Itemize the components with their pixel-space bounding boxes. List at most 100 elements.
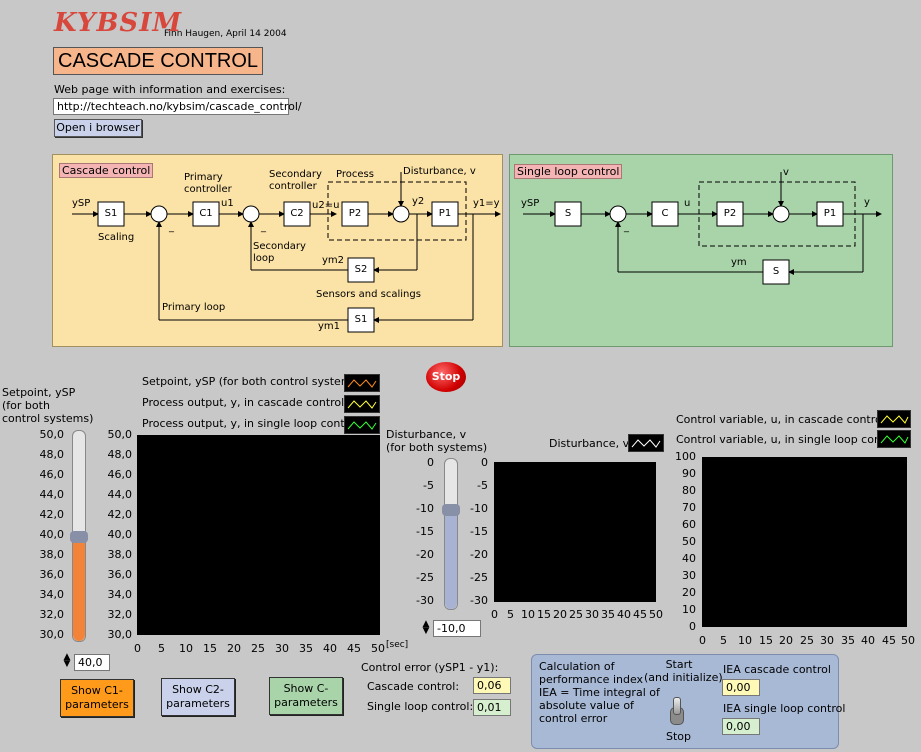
setpoint-label: Setpoint, ySP (for both control systems): [2, 386, 94, 425]
disturbance-label: Disturbance, v (for both systems): [386, 428, 488, 454]
disturbance-value-field[interactable]: -10,0: [433, 620, 481, 637]
cascade-error-label: Cascade control:: [367, 680, 460, 693]
iea-cascade-label: IEA cascade control: [723, 663, 831, 676]
disturbance-slider-thumb[interactable]: [442, 504, 460, 516]
show-c2-parameters-button[interactable]: Show C2- parameters: [161, 678, 235, 716]
iea-panel: [531, 654, 839, 749]
plot3-x-axis: 0 5 10 15 20 25 30 35 40 45 50: [699, 634, 915, 647]
disturbance-legend-swatch: [628, 434, 664, 452]
process-label: Process: [336, 169, 374, 180]
setpoint-stepper[interactable]: ▲▼: [63, 652, 71, 669]
cascade-s2-block: S2: [354, 264, 368, 275]
single-loop-block-diagram: [523, 172, 882, 285]
disturbance-legend-label: Disturbance, v: [549, 437, 630, 450]
plot3-legend-swatch-cascade: [877, 410, 911, 428]
single-loop-panel: [509, 154, 893, 347]
cascade-s1-block: S1: [104, 208, 118, 219]
single-u-label: u: [684, 198, 691, 209]
setpoint-scale: 50,0 48,0 46,0 44,0 42,0 40,0 38,0 36,0 …: [39, 428, 65, 641]
plot2-y-axis: 0 -5 -10 -15 -20 -25 -30: [470, 456, 488, 607]
single-c-block: C: [661, 208, 669, 219]
iea-description: Calculation of performance index IEA = T…: [539, 660, 660, 725]
secondary-loop-label: Secondary loop: [253, 241, 306, 264]
plot1-legend-setpoint: Setpoint, ySP (for both control systems): [142, 375, 362, 388]
plot1-y-axis: 50,0 48,0 46,0 44,0 42,0 40,0 38,0 36,0 …: [107, 428, 133, 641]
plot1-legend-single: Process output, y, in single loop contro…: [142, 417, 359, 430]
plot1-legend-swatch-single: [344, 416, 380, 434]
web-label: Web page with information and exercises:: [54, 83, 286, 96]
iea-toggle-switch[interactable]: [668, 697, 684, 725]
control-error-title: Control error (ySP1 - y1):: [361, 661, 499, 674]
single-ym-label: ym: [731, 257, 747, 268]
open-browser-button[interactable]: Open i browser: [54, 119, 142, 137]
cascade-p1-block: P1: [438, 208, 452, 219]
single-y-label: y: [864, 197, 870, 208]
iea-single-value: 0,00: [722, 718, 760, 735]
url-field[interactable]: http://techteach.no/kybsim/cascade_contr…: [53, 98, 302, 115]
cascade-p2-block: P2: [348, 208, 362, 219]
single-s-sensor-block: S: [772, 266, 780, 277]
cascade-s1-sensor-block: S1: [354, 314, 368, 325]
cascade-c2-block: C2: [290, 208, 304, 219]
setpoint-value-field[interactable]: 40,0: [74, 654, 110, 671]
plot2-x-axis: 0 5 10 15 20 25 30 35 40 45 50: [491, 608, 663, 621]
sensors-label: Sensors and scalings: [316, 289, 421, 300]
setpoint-slider-fill: [73, 536, 85, 641]
cascade-y2-label: y2: [412, 196, 425, 207]
plot1-x-axis: 0 5 10 15 20 25 30 35 40 45 50: [134, 642, 385, 655]
single-s-block: S: [564, 208, 572, 219]
setpoint-slider-track[interactable]: [70, 430, 88, 642]
primary-controller-label: Primary controller: [184, 172, 232, 195]
iea-cascade-value: 0,00: [722, 679, 760, 696]
plot1-legend-cascade: Process output, y, in cascade control: [142, 396, 345, 409]
cascade-minus-1: _: [169, 222, 174, 233]
plot1-area: [137, 435, 380, 635]
cascade-panel: [52, 154, 503, 347]
iea-stop-label: Stop: [666, 730, 692, 743]
plot3-area: [702, 457, 907, 627]
single-p2-block: P2: [723, 208, 737, 219]
single-v-label: v: [783, 167, 789, 178]
cascade-ym2-label: ym2: [322, 255, 345, 266]
single-ysp-label: ySP: [521, 198, 540, 209]
cascade-ysp-label: ySP: [72, 198, 91, 209]
iea-single-label: IEA single loop control: [723, 702, 846, 715]
disturbance-stepper[interactable]: ▲▼: [422, 619, 430, 636]
disturbance-slider-fill: [445, 509, 457, 609]
kybsim-logo: KYBSIM: [54, 8, 183, 38]
cascade-error-value: 0,06: [473, 677, 511, 694]
cascade-panel-label: Cascade control: [59, 163, 154, 178]
plot1-legend-swatch-cascade: [344, 395, 380, 413]
plot2-area: [494, 462, 656, 602]
cascade-c1-block: C1: [199, 208, 213, 219]
secondary-controller-label: Secondary controller: [269, 169, 322, 192]
show-c-parameters-button[interactable]: Show C- parameters: [269, 677, 343, 715]
single-p1-block: P1: [823, 208, 837, 219]
cascade-y1-label: y1=y: [473, 198, 500, 209]
single-error-label: Single loop control:: [367, 700, 474, 713]
primary-loop-label: Primary loop: [162, 302, 226, 313]
cascade-block-diagram: [72, 172, 501, 333]
author-text: Finn Haugen, April 14 2004: [164, 29, 287, 39]
page-title: CASCADE CONTROL: [53, 47, 264, 75]
single-minus: _: [624, 222, 629, 233]
plot1-legend-swatch-setpoint: [344, 374, 380, 392]
single-loop-panel-label: Single loop control: [514, 164, 623, 179]
disturbance-diagram-label: Disturbance, v: [403, 166, 476, 177]
cascade-u1-label: u1: [221, 198, 234, 209]
cascade-u2-label: u2=u: [312, 200, 340, 211]
setpoint-slider-thumb[interactable]: [70, 531, 88, 543]
plot3-legend-swatch-single: [877, 430, 911, 448]
cascade-minus-2: _: [261, 222, 266, 233]
cascade-scaling-label: Scaling: [98, 232, 135, 243]
plot3-y-axis: 100 90 80 70 60 50 40 30 20 10 0: [675, 450, 696, 633]
time-unit-label: [sec]: [386, 640, 409, 650]
single-error-value: 0,01: [473, 699, 511, 716]
stop-button[interactable]: Stop: [426, 362, 466, 392]
disturbance-scale: 0 -5 -10 -15 -20 -25 -30: [416, 456, 434, 607]
disturbance-slider-track[interactable]: [442, 458, 460, 610]
cascade-ym1-label: ym1: [318, 321, 341, 332]
plot3-legend-cascade: Control variable, u, in cascade control: [676, 413, 885, 426]
iea-start-label: Start (and initialize): [644, 658, 723, 684]
show-c1-parameters-button[interactable]: Show C1- parameters: [60, 679, 134, 717]
